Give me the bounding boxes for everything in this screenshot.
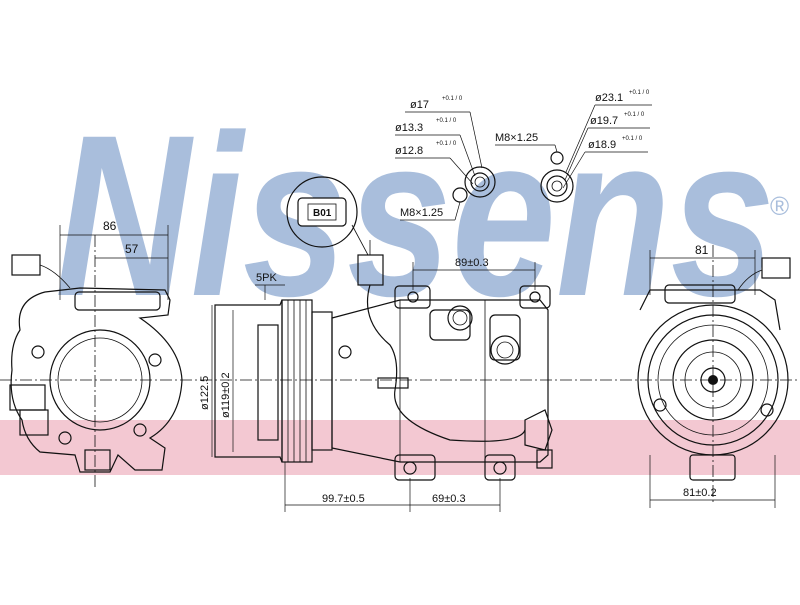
dim-86-label: 86 <box>103 219 117 233</box>
m8-left-leader-b <box>454 201 461 221</box>
right-top-housing <box>639 289 781 331</box>
bottom-ear-left-hole <box>403 461 417 475</box>
discharge-port-inner <box>496 341 514 359</box>
dim-69-label: 69±0.3 <box>432 493 466 505</box>
d12-label: ø12.8 <box>395 145 423 157</box>
right-bolt-2 <box>760 403 774 417</box>
center-view: B01 5PK ø122.5 ø119±0.2 89±0.3 99.7±0.5 … <box>199 176 553 512</box>
connector-callout-leader <box>351 224 369 256</box>
d23-label: ø23.1 <box>595 92 623 104</box>
m8-right-leader-b <box>554 144 558 153</box>
d18-tolerance: +0.1 / 0 <box>622 136 643 142</box>
clutch-hub <box>257 324 279 441</box>
right-ring-5 <box>684 351 742 409</box>
right-connector-wire <box>737 269 763 291</box>
left-top-bar <box>74 291 161 311</box>
left-bolt-2 <box>148 353 162 367</box>
d17-label: ø17 <box>410 99 429 111</box>
right-bottom-foot <box>689 454 736 481</box>
watermark: Nissens ® <box>0 87 800 475</box>
dim-119-label: ø119±0.2 <box>220 372 232 418</box>
suction-port <box>447 305 473 331</box>
right-front-view: 81 81±0.2 <box>637 243 791 508</box>
port-detail-left: ø17 +0.1 / 0 ø13.3 +0.1 / 0 ø12.8 +0.1 /… <box>395 96 496 221</box>
m8-left-label: M8×1.25 <box>400 207 443 219</box>
d17-leader-b <box>469 111 483 169</box>
discharge-port <box>490 335 520 365</box>
left-side-view: 86 57 <box>9 219 183 490</box>
top-ear-left-hole <box>407 291 419 303</box>
right-ring-3 <box>657 324 769 436</box>
compressor-body <box>331 299 549 463</box>
d18-leader-b <box>562 151 586 189</box>
port-right-inner <box>551 180 563 192</box>
d18-label: ø18.9 <box>588 139 616 151</box>
left-bolt-1 <box>31 345 45 359</box>
bottom-ear-left <box>394 454 436 481</box>
port-left-outer <box>464 166 496 198</box>
left-bolt-4 <box>133 423 147 437</box>
connector-callout-circle <box>286 176 358 248</box>
left-body-outline <box>10 287 183 473</box>
d13-leader-b <box>459 134 476 177</box>
left-main-circle <box>49 329 151 431</box>
right-ring-4 <box>672 339 754 421</box>
d13-label: ø13.3 <box>395 122 423 134</box>
d12-tolerance: +0.1 / 0 <box>436 141 457 147</box>
watermark-registered: ® <box>770 191 789 221</box>
d13-tolerance: +0.1 / 0 <box>436 118 457 124</box>
right-hub <box>700 367 726 393</box>
d19-leader-b <box>564 127 589 181</box>
connector-callout: B01 <box>286 176 369 256</box>
m8-right-label: M8×1.25 <box>495 132 538 144</box>
left-valve-block-2 <box>19 409 49 436</box>
dim-81-label: 81 <box>695 243 709 257</box>
left-bolt-3 <box>58 431 72 445</box>
dim-81tol-label: 81±0.2 <box>683 487 717 499</box>
left-inner-circle <box>57 337 143 423</box>
port-left-inner <box>474 176 486 188</box>
bottom-ear-right-hole <box>493 461 507 475</box>
wire-harness <box>366 284 526 442</box>
dim-89-label: 89±0.3 <box>455 257 489 269</box>
right-bolt-1 <box>653 398 667 412</box>
connector-face-inner <box>307 203 337 221</box>
discharge-port-block <box>489 314 521 361</box>
dim-57-label: 57 <box>125 242 139 256</box>
wire-clip <box>377 377 409 389</box>
dim-122-label: ø122.5 <box>199 376 211 410</box>
pulley-grooves <box>281 299 313 463</box>
left-bottom-lug <box>84 449 111 471</box>
d23-leader-b <box>565 104 596 173</box>
d19-label: ø19.7 <box>590 115 618 127</box>
connector-code: B01 <box>313 208 332 219</box>
d23-tolerance: +0.1 / 0 <box>629 90 650 96</box>
right-connector <box>761 257 791 279</box>
top-ear-left <box>394 285 431 309</box>
control-valve <box>524 409 553 451</box>
port-right-outer <box>540 169 574 203</box>
d12-leader-b <box>449 157 474 185</box>
valve-plug <box>536 449 553 469</box>
port-detail-right: ø23.1 +0.1 / 0 ø19.7 +0.1 / 0 ø18.9 +0.1… <box>495 90 652 203</box>
right-ring-2 <box>647 314 779 446</box>
dim-99-label: 99.7±0.5 <box>322 493 365 505</box>
right-top-bar <box>664 284 736 304</box>
d19-tolerance: +0.1 / 0 <box>624 112 645 118</box>
right-shaft <box>708 375 718 385</box>
connector-face <box>297 197 347 227</box>
suction-port-inner <box>452 310 468 326</box>
top-ear-right-hole <box>529 291 541 303</box>
d17-tolerance: +0.1 / 0 <box>442 96 463 102</box>
body-bolt <box>338 345 352 359</box>
left-connector-wire <box>39 264 71 289</box>
harness-connector <box>357 254 384 286</box>
left-connector <box>11 254 41 276</box>
pulley-label: 5PK <box>256 272 277 284</box>
port-right-mid <box>546 175 568 197</box>
